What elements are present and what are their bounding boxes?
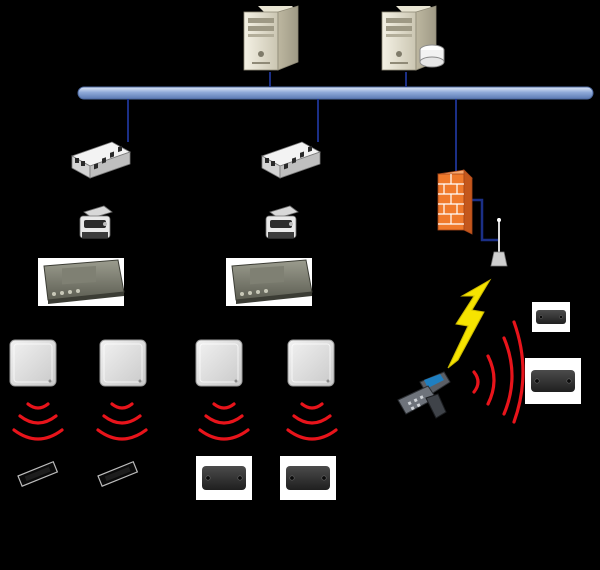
label-printer-icon [265,205,299,239]
label-printer-icon [79,205,113,239]
network-switch-icon [71,141,131,179]
application-server-icon [243,5,299,71]
radio-waves-icon [12,402,64,441]
wireless-lightning-icon [447,278,492,369]
network-switch-icon [261,141,321,179]
switch-links [127,99,319,142]
panel-antenna-icon [9,339,57,387]
panel-antenna-icon [287,339,335,387]
network-backbone [77,86,594,100]
hard-rfid-tag-icon [525,358,581,404]
firewall-icon [437,169,473,235]
rfid-reader-module-icon [226,258,313,306]
rfid-label-tag-icon [17,461,58,487]
radio-waves-icon [286,402,338,441]
rfid-reader-module-icon [38,258,125,306]
radio-waves-icon [96,402,148,441]
server-links [269,72,407,87]
access-point-antenna-icon [490,218,508,267]
database-server-icon [381,5,445,71]
radio-waves-icon [472,320,525,424]
panel-antenna-icon [99,339,147,387]
rfid-label-tag-icon [97,461,138,487]
panel-antenna-icon [195,339,243,387]
radio-waves-icon [198,402,250,441]
database-cylinder-icon [419,44,445,68]
hard-rfid-tag-icon [195,455,253,501]
firewall-to-access-point-link [472,198,498,242]
handheld-rfid-reader-icon [397,371,451,419]
hard-rfid-tag-icon [279,455,337,501]
hard-rfid-tag-icon [532,302,570,332]
